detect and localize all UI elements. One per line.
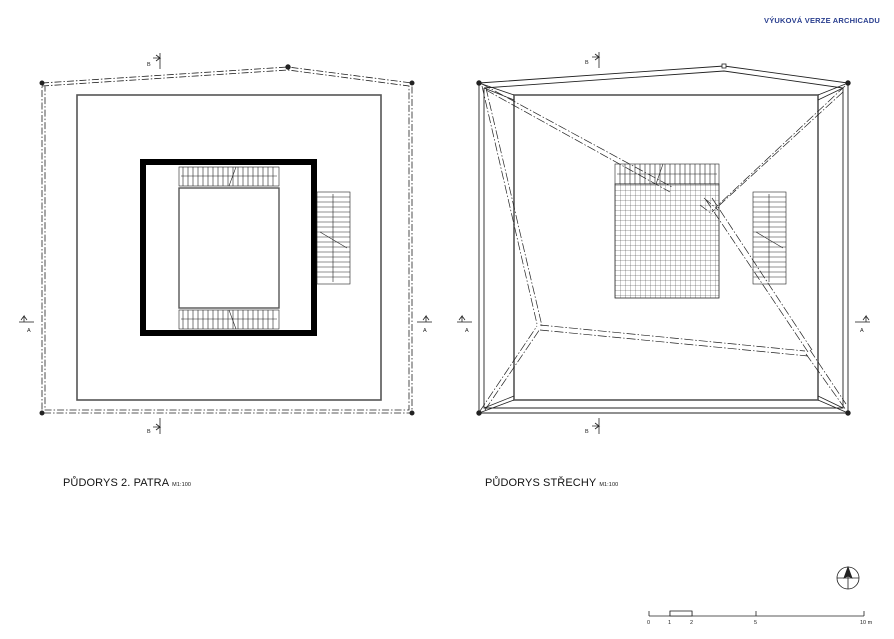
scale-tick-5: 5 (754, 620, 757, 626)
plan-title-text: PŮDORYS STŘECHY (485, 477, 597, 489)
stair-top (178, 166, 280, 187)
plan-scale: M1:100 (172, 482, 192, 488)
floor-slab-outline (76, 94, 382, 401)
skylight-grid (614, 183, 720, 299)
section-marker-b-bottom: B (147, 418, 162, 435)
roof-edge-outline (41, 66, 413, 414)
plan-scale: M1:100 (599, 482, 619, 488)
section-label-a: A (423, 328, 427, 334)
section-marker-a-right: A (417, 314, 432, 334)
roof-ridge-point (285, 64, 291, 70)
roof-stair-external (752, 191, 787, 285)
section-marker-a-right: A (855, 314, 870, 334)
section-label-a: A (860, 328, 864, 334)
stair-external (316, 191, 351, 285)
scale-bar: 0 1 2 5 10 m (647, 610, 873, 626)
roof-stair-top (614, 163, 720, 185)
stair-bottom (178, 309, 280, 330)
scale-tick-0: 0 (647, 620, 650, 626)
section-label-b: B (585, 429, 589, 435)
plan-title-text: PŮDORYS 2. PATRA (63, 477, 170, 489)
scale-tick-10: 10 m (860, 620, 873, 626)
ridge-marker (721, 63, 727, 69)
roof-corner-point (39, 410, 45, 416)
core-wall (140, 159, 317, 336)
section-marker-b-bottom: B (585, 418, 601, 435)
second-floor-plan (39, 64, 415, 416)
section-label-a: A (465, 328, 469, 334)
roof-corner-point (409, 80, 415, 86)
roof-corner-point (409, 410, 415, 416)
inner-void (178, 187, 280, 309)
eaves-outline (478, 65, 849, 414)
roof-wall-outline (513, 94, 819, 401)
section-marker-b-top: B (585, 52, 601, 68)
educational-version-watermark: VÝUKOVÁ VERZE ARCHICADU (764, 16, 880, 25)
section-label-b: B (147, 429, 151, 435)
corner-hips (478, 82, 849, 414)
north-arrow-icon (836, 565, 860, 590)
section-label-b: B (147, 62, 151, 68)
section-marker-b-top: B (147, 53, 162, 69)
section-marker-a-left: A (19, 314, 34, 334)
section-marker-a-left: A (457, 314, 472, 334)
section-label-b: B (585, 60, 589, 66)
section-label-a: A (27, 328, 31, 334)
roof-corner-point (39, 80, 45, 86)
scale-tick-1: 1 (668, 620, 671, 626)
scale-tick-2: 2 (690, 620, 693, 626)
roof-plan (476, 63, 851, 416)
